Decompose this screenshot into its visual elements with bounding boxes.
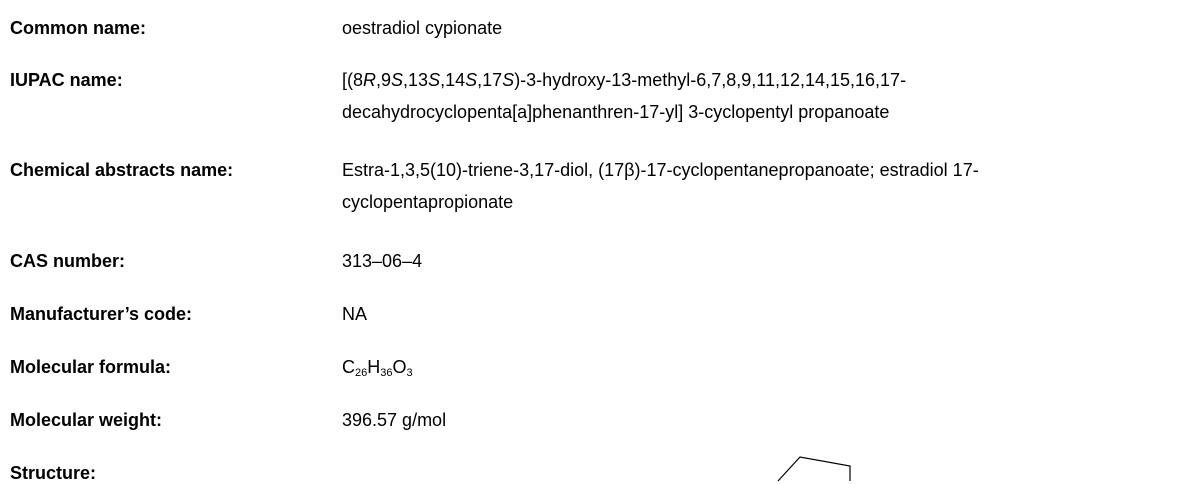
common-name-label: Common name: (10, 18, 147, 38)
common-name-text: oestradiol cypionate (342, 18, 503, 38)
chemical-structure-drawing (777, 456, 851, 482)
iupac-text: ,17 (477, 70, 503, 90)
molecular-formula-label: Molecular formula: (10, 357, 172, 377)
manufacturers-code-value: NA (342, 298, 1162, 330)
chemical-abstracts-name-label: Chemical abstracts name: (10, 160, 234, 180)
cyclopentyl-ring-bonds (777, 456, 851, 482)
cas-number-text: 313–06–4 (342, 251, 423, 271)
molecular-formula-text: C26H36O3 (342, 351, 1162, 383)
structure-label: Structure: (10, 463, 97, 483)
iupac-name-value: [(8R,9S,13S,14S,17S)-3-hydroxy-13-methyl… (342, 64, 1162, 128)
iupac-name-line-1: [(8R,9S,13S,14S,17S)-3-hydroxy-13-methyl… (342, 64, 1162, 96)
formula-element: H (367, 357, 381, 377)
molecular-weight-text: 396.57 g/mol (342, 410, 447, 430)
cas-number-value: 313–06–4 (342, 245, 1162, 277)
iupac-text: ,14 (440, 70, 466, 90)
formula-element: O (392, 357, 407, 377)
iupac-stereo: S (428, 70, 441, 90)
chemical-abstracts-name-value: Estra-1,3,5(10)-triene-3,17-diol, (17β)-… (342, 154, 1162, 218)
molecular-weight-label: Molecular weight: (10, 410, 163, 430)
iupac-text: ,13 (403, 70, 429, 90)
formula-element: C (342, 357, 355, 377)
chemical-abstracts-name-line-2: cyclopentapropionate (342, 192, 514, 212)
iupac-text: )-3-hydroxy-13-methyl-6,7,8,9,11,12,14,1… (514, 70, 907, 90)
iupac-stereo: S (391, 70, 404, 90)
iupac-text: ,9 (376, 70, 392, 90)
iupac-name-label: IUPAC name: (10, 70, 123, 90)
iupac-stereo: S (502, 70, 515, 90)
common-name-value: oestradiol cypionate (342, 12, 1162, 44)
cas-number-label: CAS number: (10, 251, 126, 271)
iupac-name-line-2: decahydrocyclopenta[a]phenanthren-17-yl]… (342, 102, 890, 122)
iupac-stereo: S (465, 70, 478, 90)
molecular-weight-value: 396.57 g/mol (342, 404, 1162, 436)
molecular-formula-value: C26H36O3 (342, 351, 1162, 383)
manufacturers-code-text: NA (342, 304, 368, 324)
formula-subscript: 3 (406, 367, 413, 379)
manufacturers-code-label: Manufacturer’s code: (10, 304, 193, 324)
formula-subscript: 36 (380, 367, 393, 379)
formula-subscript: 26 (355, 367, 368, 379)
chemical-abstracts-name-line-1: Estra-1,3,5(10)-triene-3,17-diol, (17β)-… (342, 160, 979, 180)
iupac-text: [(8 (342, 70, 364, 90)
iupac-stereo: R (363, 70, 377, 90)
